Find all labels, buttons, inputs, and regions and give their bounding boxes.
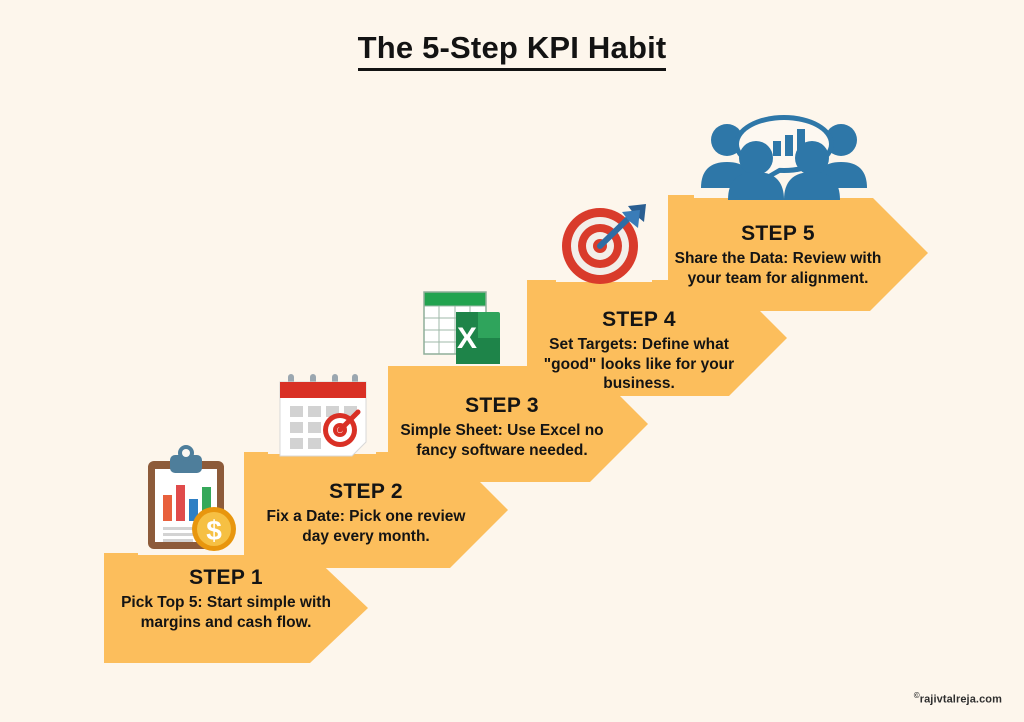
step-desc-4: Set Targets: Define what "good" looks li… xyxy=(543,336,735,393)
step-label-4: STEP 4 xyxy=(602,308,676,331)
step-label-1: STEP 1 xyxy=(189,566,263,589)
step-text-4: STEP 4 Set Targets: Define what "good" l… xyxy=(533,308,745,393)
step-text-2: STEP 2 Fix a Date: Pick one review day e… xyxy=(258,480,474,546)
step-text-3: STEP 3 Simple Sheet: Use Excel no fancy … xyxy=(396,394,608,460)
step-desc-1: Pick Top 5: Start simple with margins an… xyxy=(121,594,331,631)
dartboard-arrow-icon xyxy=(556,200,652,286)
credit-footer: ©rajivtalreja.com xyxy=(914,691,1002,706)
calendar-target-icon xyxy=(268,372,376,458)
step-desc-3: Simple Sheet: Use Excel no fancy softwar… xyxy=(400,422,604,459)
clipboard-chart-coin-icon: $ xyxy=(138,443,244,555)
step-label-5: STEP 5 xyxy=(741,222,815,245)
svg-text:X: X xyxy=(457,322,477,355)
step-band-2 xyxy=(244,452,508,568)
excel-spreadsheet-icon: X xyxy=(418,288,510,370)
step-desc-2: Fix a Date: Pick one review day every mo… xyxy=(266,508,466,545)
step-text-1: STEP 1 Pick Top 5: Start simple with mar… xyxy=(118,566,334,632)
copyright-icon: © xyxy=(913,691,920,701)
step-label-3: STEP 3 xyxy=(465,394,539,417)
step-desc-5: Share the Data: Review with your team fo… xyxy=(674,250,882,287)
page-title: The 5-Step KPI Habit xyxy=(0,30,1024,71)
step-text-5: STEP 5 Share the Data: Review with your … xyxy=(672,222,884,288)
team-speech-bubble-chart-icon xyxy=(694,114,874,200)
credit-text: rajivtalreja.com xyxy=(919,694,1002,706)
svg-text:$: $ xyxy=(206,515,222,546)
page-title-text: The 5-Step KPI Habit xyxy=(357,30,667,71)
step-label-2: STEP 2 xyxy=(329,480,403,503)
step-band-1 xyxy=(104,553,368,663)
